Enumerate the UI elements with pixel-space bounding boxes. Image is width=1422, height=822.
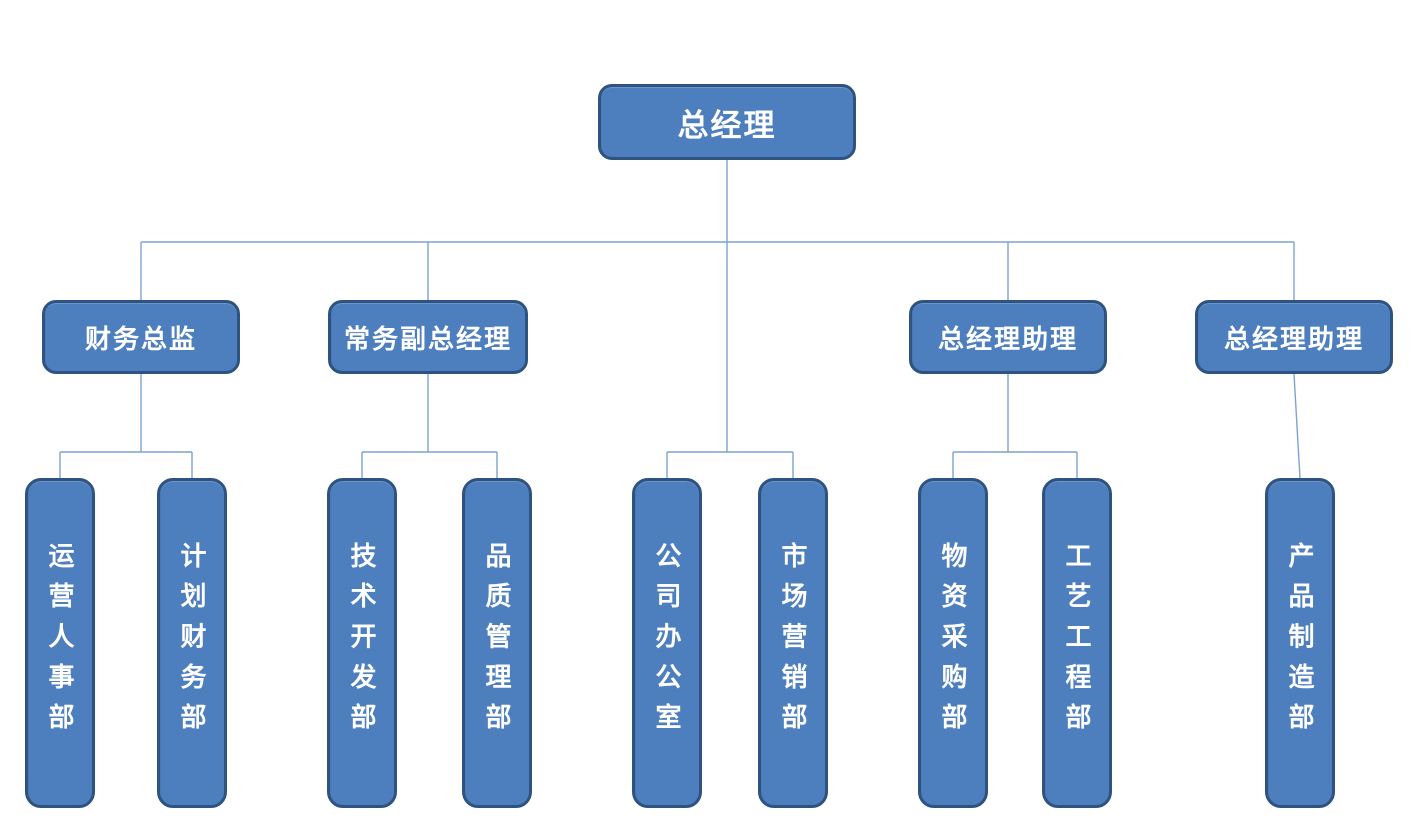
node-company-office[interactable]: 公司办公室 (632, 478, 702, 808)
node-gm-assistant-1-label: 总经理助理 (937, 323, 1078, 354)
node-gm-assistant-1[interactable]: 总经理助理 (909, 300, 1107, 374)
node-company-office-label: 公司办公室 (652, 542, 682, 744)
node-marketing-dept-label: 市场营销部 (778, 542, 808, 744)
node-planning-finance-dept[interactable]: 计划财务部 (157, 478, 227, 808)
node-executive-deputy-gm[interactable]: 常务副总经理 (328, 300, 528, 374)
node-process-engineering-dept[interactable]: 工艺工程部 (1042, 478, 1112, 808)
node-quality-management-dept-label: 品质管理部 (482, 542, 512, 744)
node-gm-assistant-2[interactable]: 总经理助理 (1195, 300, 1393, 374)
node-marketing-dept[interactable]: 市场营销部 (758, 478, 828, 808)
node-tech-development-dept[interactable]: 技术开发部 (327, 478, 397, 808)
node-operations-hr-dept-label: 运营人事部 (45, 542, 75, 744)
connector-finance-director-children (59, 374, 193, 478)
node-material-procurement-dept-label: 物资采购部 (938, 542, 968, 744)
node-quality-management-dept[interactable]: 品质管理部 (462, 478, 532, 808)
connector-gm-assistant-2-child (1293, 373, 1301, 479)
connector-center-bus (666, 451, 794, 478)
node-executive-deputy-gm-label: 常务副总经理 (343, 323, 512, 354)
connector-gm-assistant-1-children (952, 374, 1078, 478)
node-tech-development-dept-label: 技术开发部 (347, 542, 377, 744)
node-finance-director[interactable]: 财务总监 (42, 300, 240, 374)
node-operations-hr-dept[interactable]: 运营人事部 (25, 478, 95, 808)
node-material-procurement-dept[interactable]: 物资采购部 (918, 478, 988, 808)
node-product-manufacturing-dept[interactable]: 产品制造部 (1265, 478, 1335, 808)
node-general-manager-label: 总经理 (677, 107, 777, 143)
node-finance-director-label: 财务总监 (84, 323, 197, 354)
node-planning-finance-dept-label: 计划财务部 (177, 542, 207, 744)
node-gm-assistant-2-label: 总经理助理 (1223, 323, 1364, 354)
node-product-manufacturing-dept-label: 产品制造部 (1285, 542, 1315, 744)
node-general-manager[interactable]: 总经理 (598, 84, 856, 160)
node-process-engineering-dept-label: 工艺工程部 (1062, 542, 1092, 744)
connector-deputy-gm-children (361, 374, 498, 478)
